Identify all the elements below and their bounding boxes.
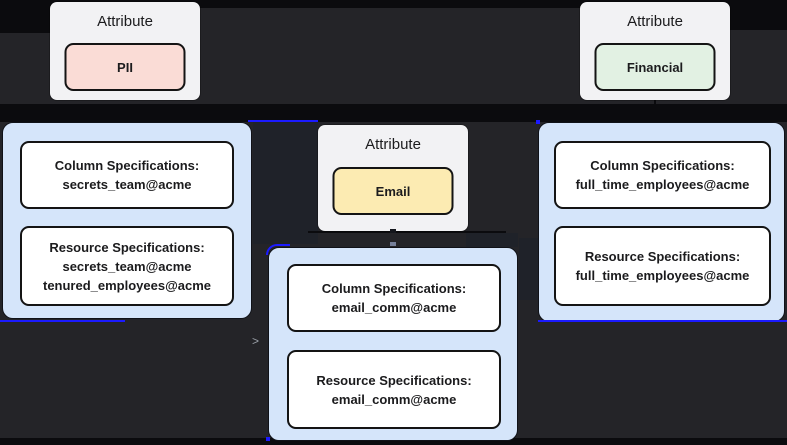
attribute-pill-financial[interactable]: Financial [594,43,716,91]
column-spec-box[interactable]: Column Specifications: full_time_employe… [554,141,771,209]
attribute-node-financial[interactable]: Attribute Financial [580,2,730,100]
attribute-node-title: Attribute [627,13,683,30]
spec-group-secrets-team[interactable]: Column Specifications: secrets_team@acme… [2,122,252,319]
resource-spec-title: Resource Specifications: [584,249,741,264]
edge-connector-email [308,231,506,233]
resource-spec-box[interactable]: Resource Specifications: secrets_team@ac… [20,226,234,306]
attribute-node-pii[interactable]: Attribute PII [50,2,200,100]
attribute-pill-pii[interactable]: PII [64,43,186,91]
column-spec-box[interactable]: Column Specifications: email_comm@acme [287,264,501,332]
resource-spec-item: full_time_employees@acme [575,268,750,283]
edge-handle-email-bottom[interactable] [390,229,396,233]
attribute-node-email[interactable]: Attribute Email [318,125,468,231]
resource-spec-box[interactable]: Resource Specifications: full_time_emplo… [554,226,771,306]
spec-group-email-comm[interactable]: Column Specifications: email_comm@acme R… [268,247,518,441]
highlighted-edge-corner[interactable] [266,244,290,255]
resource-spec-item: tenured_employees@acme [42,277,212,293]
column-spec-title: Column Specifications: [590,158,735,173]
edge-arrowhead-chevron: > [252,334,260,348]
highlighted-edge-endpoint [266,437,270,441]
resource-spec-box[interactable]: Resource Specifications: email_comm@acme [287,350,501,429]
resource-spec-item: email_comm@acme [331,391,457,407]
attribute-node-title: Attribute [97,13,153,30]
highlighted-edge-segment[interactable] [0,320,125,322]
edge-band-top-left [0,0,50,33]
edge-band-bottom [0,438,787,445]
column-spec-item: full_time_employees@acme [575,177,750,192]
column-spec-item: secrets_team@acme [62,177,192,192]
attribute-pill-email[interactable]: Email [332,167,454,215]
column-spec-box[interactable]: Column Specifications: secrets_team@acme [20,141,234,209]
edge-band-middle [0,104,787,122]
spec-group-full-time-employees[interactable]: Column Specifications: full_time_employe… [538,122,785,322]
column-spec-title: Column Specifications: [54,158,200,173]
edge-band-right-gap [519,238,538,300]
highlighted-edge-endpoint [536,120,540,124]
highlighted-edge-segment[interactable] [538,320,787,322]
attribute-node-title: Attribute [365,136,421,153]
highlighted-edge-segment[interactable] [248,120,318,122]
resource-spec-title: Resource Specifications: [316,372,472,388]
edge-band-top-right [730,0,787,30]
edge-handle-container-top[interactable] [390,242,396,246]
edge-connector-financial [654,99,656,105]
edge-band-top [0,0,787,8]
edge-band-left-gap [253,122,318,244]
column-spec-title: Column Specifications: [321,281,467,296]
edge-band-email-right [466,233,518,247]
resource-spec-item: secrets_team@acme [62,258,192,274]
column-spec-item: email_comm@acme [331,300,457,315]
resource-spec-title: Resource Specifications: [49,239,205,255]
